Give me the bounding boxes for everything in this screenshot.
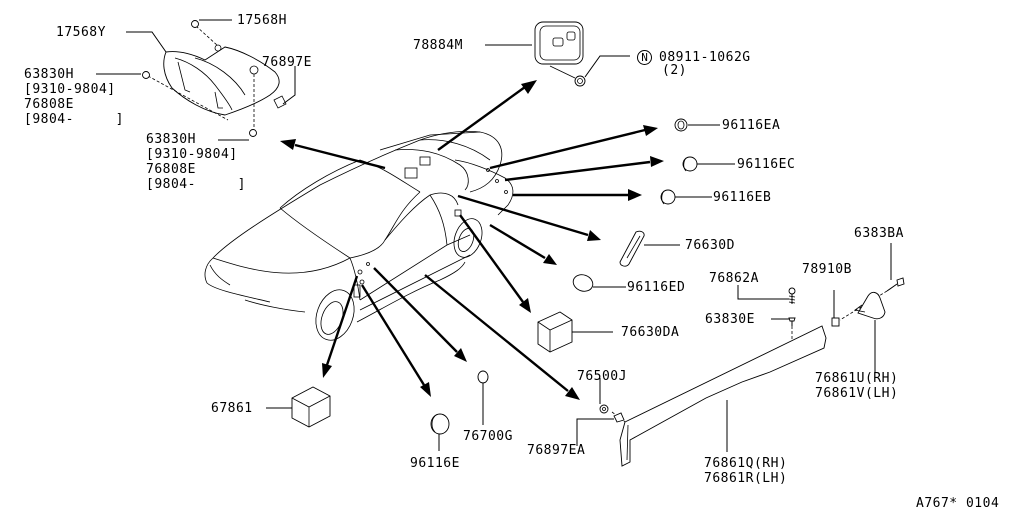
part-label-76862A[interactable]: 76862A: [709, 271, 759, 286]
arrow-to-emblem: [437, 80, 537, 151]
part-label-96116E[interactable]: 96116E: [410, 456, 460, 471]
part-label-76808E-b[interactable]: 76808E: [146, 162, 196, 177]
part-note-76808E-a-range: [9804- ]: [24, 112, 124, 127]
grommet-96116EC-part[interactable]: [682, 156, 698, 172]
clip-17568H-part[interactable]: [191, 20, 199, 28]
part-qty-08911-1062G: (2): [662, 63, 687, 78]
pad-67861-part[interactable]: [291, 386, 331, 428]
sill-molding-76861Q-part[interactable]: [611, 325, 827, 467]
pad-76630DA-part[interactable]: [537, 311, 573, 353]
diagram-reference-code: A767* 0104: [916, 496, 1000, 511]
grommet-96116EA-part[interactable]: [674, 118, 688, 132]
arrow-to-76630DA: [459, 214, 531, 313]
callout-arrows: [280, 80, 664, 400]
grommet-96116E-part[interactable]: [430, 413, 450, 435]
bracket-76861U-part[interactable]: [854, 291, 886, 320]
part-label-6383BA[interactable]: 6383BA: [854, 226, 904, 241]
n-circle-icon: N: [637, 50, 652, 65]
arrow-to-76630D: [457, 194, 601, 241]
part-prefix-N: N: [637, 50, 652, 65]
arrow-to-67861: [322, 275, 359, 378]
spoiler-assembly-part[interactable]: [147, 25, 287, 128]
arrow-to-76700G: [373, 267, 467, 362]
part-note-76808E-b-range: [9804- ]: [146, 177, 246, 192]
clip-63830H-a-part[interactable]: [142, 71, 150, 79]
arrow-to-96116E: [360, 284, 431, 397]
leader-lines: [96, 19, 892, 452]
part-label-17568H[interactable]: 17568H: [237, 13, 287, 28]
emblem-78884M-part[interactable]: [534, 21, 586, 87]
clip-63830H-b-part[interactable]: [249, 129, 257, 137]
part-label-76630DA[interactable]: 76630DA: [621, 325, 680, 340]
arrow-to-96116EC: [504, 156, 664, 182]
part-label-76700G[interactable]: 76700G: [463, 429, 513, 444]
part-label-17568Y[interactable]: 17568Y: [56, 25, 106, 40]
part-label-96116ED[interactable]: 96116ED: [627, 280, 686, 295]
part-label-08911-1062G[interactable]: 08911-1062G: [659, 50, 751, 65]
part-label-76861V-lh[interactable]: 76861V(LH): [815, 386, 899, 401]
grommet-96116ED-part[interactable]: [571, 272, 595, 294]
part-label-76897E[interactable]: 76897E: [262, 55, 312, 70]
part-label-76630D[interactable]: 76630D: [685, 238, 735, 253]
part-label-96116EB[interactable]: 96116EB: [713, 190, 772, 205]
clip-76500J-part[interactable]: [599, 404, 609, 414]
part-label-63830E[interactable]: 63830E: [705, 312, 755, 327]
part-label-63830H-a[interactable]: 63830H: [24, 67, 74, 82]
part-label-78910B[interactable]: 78910B: [802, 262, 852, 277]
part-note-63830H-a-range: [9310-9804]: [24, 82, 116, 97]
arrow-to-96116EB: [513, 189, 642, 201]
part-label-67861[interactable]: 67861: [211, 401, 253, 416]
grommet-96116EB-part[interactable]: [660, 189, 676, 205]
part-label-76861R-lh[interactable]: 76861R(LH): [704, 471, 788, 486]
part-label-96116EA[interactable]: 96116EA: [722, 118, 781, 133]
clip-78910B-part[interactable]: [831, 317, 840, 327]
part-label-96116EC[interactable]: 96116EC: [737, 157, 796, 172]
car-body-illustration: [204, 131, 514, 341]
part-label-76500J[interactable]: 76500J: [577, 369, 627, 384]
pad-76630D-part[interactable]: [619, 230, 645, 267]
part-note-63830H-b-range: [9310-9804]: [146, 147, 238, 162]
part-label-76897EA[interactable]: 76897EA: [527, 443, 586, 458]
part-label-76861U-rh[interactable]: 76861U(RH): [815, 371, 899, 386]
arrow-to-spoiler: [280, 139, 386, 170]
arrow-to-96116ED: [489, 223, 557, 265]
part-label-78884M[interactable]: 78884M: [413, 38, 463, 53]
plug-76700G-part[interactable]: [477, 370, 489, 384]
clip-76897EA-part[interactable]: [613, 412, 625, 423]
part-label-76861Q-rh[interactable]: 76861Q(RH): [704, 456, 788, 471]
arrow-to-96116EA: [489, 125, 658, 170]
part-label-76808E-a[interactable]: 76808E: [24, 97, 74, 112]
arrow-to-sill: [424, 274, 580, 400]
part-label-63830H-b[interactable]: 63830H: [146, 132, 196, 147]
screw-76862A-part[interactable]: [788, 287, 796, 304]
